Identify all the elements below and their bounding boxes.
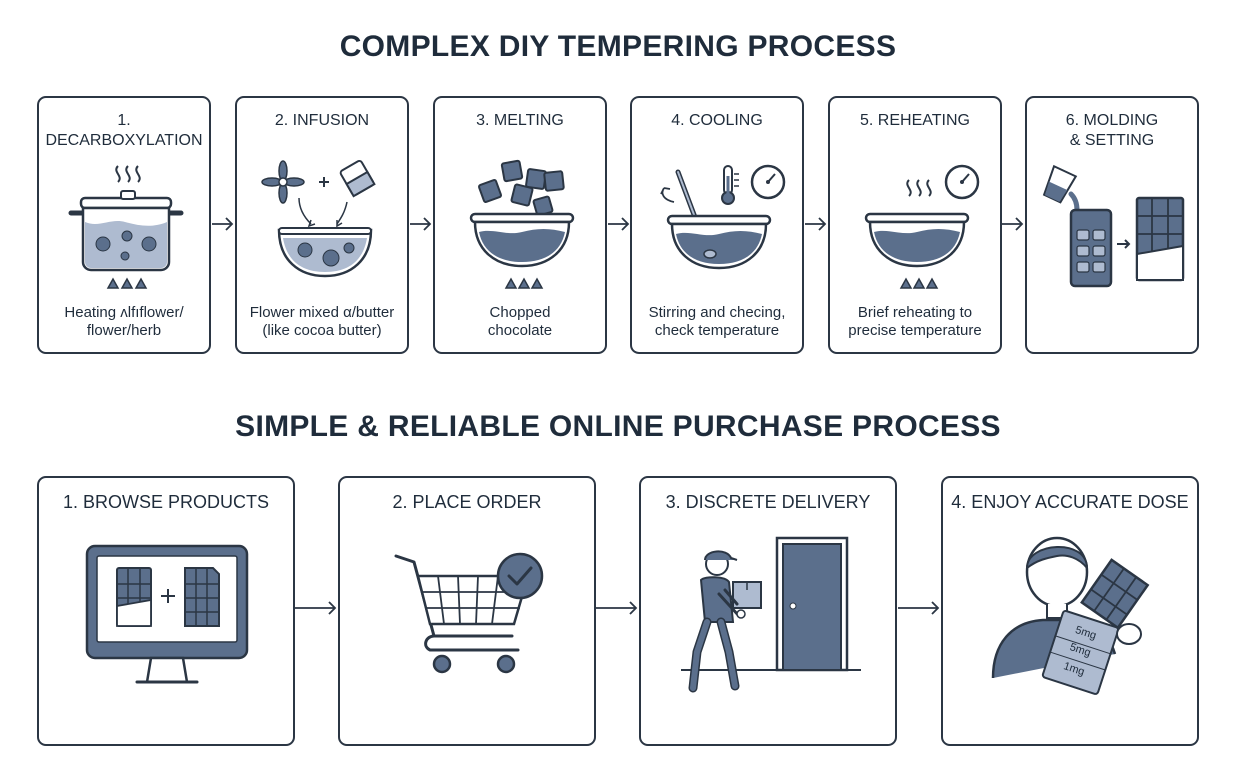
diy-step-1-caption: Heating ʌlfıflower/ flower/herb (64, 304, 184, 339)
cooling-bowl-icon (660, 164, 786, 270)
diy-step-2-card: 2. INFUSION Flower mixed α/butter (like … (235, 96, 409, 354)
diy-step-6-card: 6. MOLDING & SETTING (1025, 96, 1199, 354)
diy-step-4-card: 4. COOLING Stirring and checing, check t… (630, 96, 804, 354)
online-step-4-label: 4. ENJOY ACCURATE DOSE (951, 492, 1189, 512)
diy-step-1-label: 1. DECARBOXYLATION (45, 112, 203, 149)
online-step-1-card: 1. BROWSE PRODUCTS (37, 476, 295, 746)
diy-step-3-label: 3. MELTING (476, 112, 564, 129)
shopping-cart-icon (394, 552, 544, 674)
molding-icon (1042, 164, 1185, 288)
online-step-2-card: 2. PLACE ORDER (338, 476, 596, 746)
delivery-person-icon (681, 536, 861, 693)
online-step-3-label: 3. DISCRETE DELIVERY (665, 492, 871, 512)
diy-step-3-caption: Chopped chocolate (487, 304, 553, 339)
diy-step-5-caption: Brief reheating to precise temperature (848, 304, 982, 339)
diy-step-1-card: 1. DECARBOXYLATION Heating ʌlfıflower/ f… (37, 96, 211, 354)
arrow-right-icon (805, 217, 827, 231)
diy-step-4-caption: Stirring and checing, check temperature (648, 304, 786, 339)
melting-bowl-icon (469, 159, 575, 289)
arrow-right-icon (596, 601, 638, 615)
arrow-right-icon (1002, 217, 1024, 231)
diy-step-2-label: 2. INFUSION (274, 112, 370, 129)
online-step-4-card: 4. ENJOY ACCURATE DOSE 5mg 5mg 1mg (941, 476, 1199, 746)
diy-step-2-caption: Flower mixed α/butter (like cocoa butter… (249, 304, 395, 339)
arrow-right-icon (608, 217, 630, 231)
diy-step-3-card: 3. MELTING Chopped chocolate (433, 96, 607, 354)
online-step-3-card: 3. DISCRETE DELIVERY (639, 476, 897, 746)
diy-process-title: COMPLEX DIY TEMPERING PROCESS (339, 30, 897, 63)
online-step-1-label: 1. BROWSE PRODUCTS (62, 492, 270, 512)
online-process-title: SIMPLE & RELIABLE ONLINE PURCHASE PROCES… (235, 410, 1001, 443)
boiling-pot-icon (68, 165, 184, 289)
person-with-chocolate-icon: 5mg 5mg 1mg (991, 536, 1150, 695)
arrow-right-icon (295, 601, 337, 615)
monitor-icon (85, 544, 249, 684)
diy-step-5-card: 5. REHEATING Brief reheating to precise … (828, 96, 1002, 354)
arrow-right-icon (212, 217, 234, 231)
reheating-bowl-icon (864, 164, 980, 289)
diy-step-4-label: 4. COOLING (671, 112, 763, 129)
online-step-2-label: 2. PLACE ORDER (392, 492, 542, 512)
diy-step-6-label: 6. MOLDING & SETTING (1065, 112, 1159, 149)
diy-step-5-label: 5. REHEATING (860, 112, 970, 129)
arrow-right-icon (410, 217, 432, 231)
arrow-right-icon (898, 601, 940, 615)
infusion-bowl-icon (261, 159, 376, 278)
